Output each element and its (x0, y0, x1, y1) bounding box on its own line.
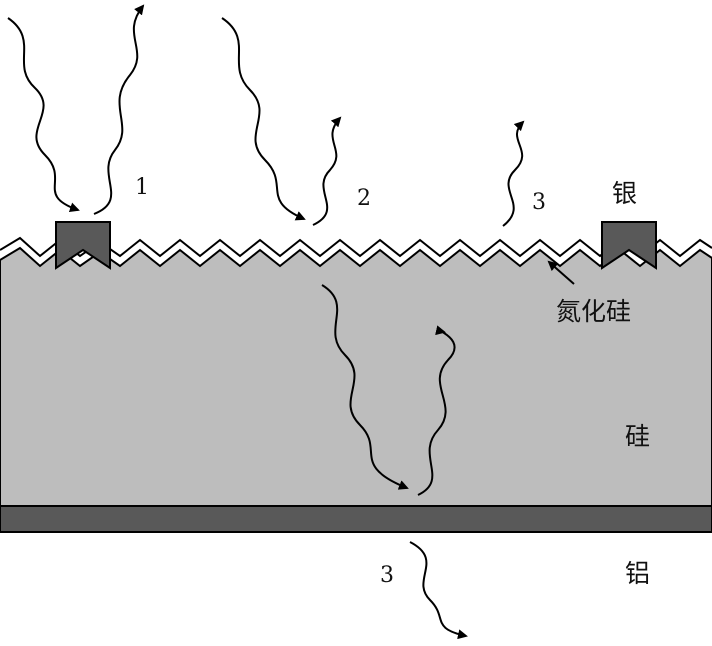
ray-3-reflected-top (502, 120, 525, 227)
ray-inside-down (321, 284, 409, 490)
silicon-nitride-layer (0, 236, 712, 258)
silver-label: 银 (612, 179, 637, 208)
silicon-nitride-label: 氮化硅 (556, 297, 631, 326)
aluminum-label: 铝 (625, 559, 650, 588)
ray-1-reflected (93, 4, 145, 215)
ray-3-top-label: 3 (532, 190, 546, 215)
ray-3-bottom-label: 3 (380, 563, 394, 588)
silver-contact-right (601, 221, 657, 270)
silver-contact-left (55, 221, 111, 270)
ray-2-incoming (221, 17, 306, 221)
ray-3-transmitted (409, 541, 468, 640)
ray-2-reflected (312, 116, 342, 226)
silicon-nitride-pointer (547, 260, 575, 285)
silicon-layer (0, 246, 712, 507)
ray-inside-up (417, 325, 456, 496)
ray-1-label: 1 (135, 175, 149, 200)
ray-1-incoming (7, 17, 80, 213)
ray-2-label: 2 (357, 186, 371, 211)
aluminum-layer (0, 505, 712, 533)
silicon-label: 硅 (625, 422, 650, 451)
